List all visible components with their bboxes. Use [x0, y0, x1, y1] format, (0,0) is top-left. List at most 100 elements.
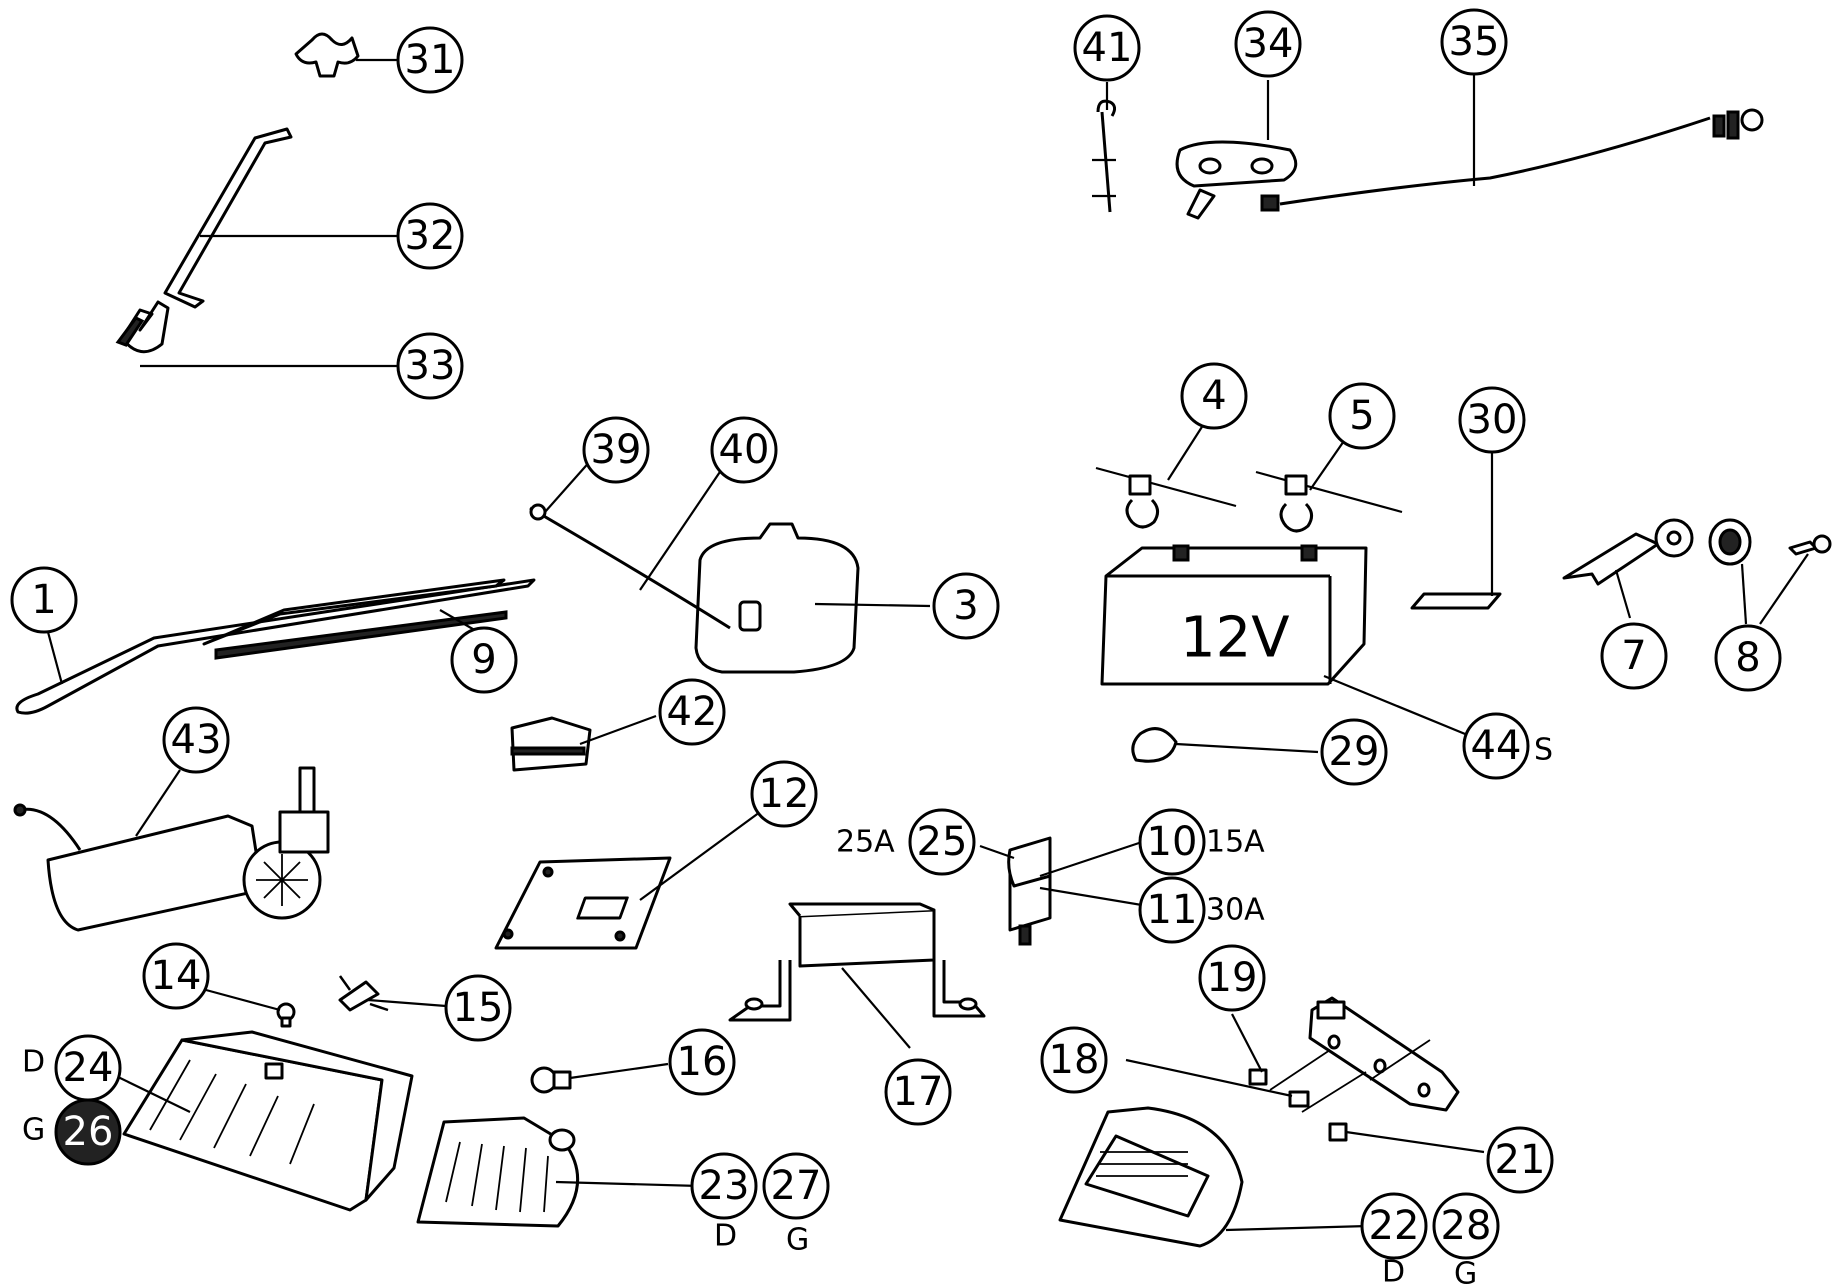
- callout-32: 32: [396, 202, 464, 270]
- callout-12-label: 12: [759, 771, 810, 817]
- bulb-part-2: [1248, 1068, 1348, 1142]
- right-side-mark-24: D: [22, 1045, 45, 1080]
- callout-32-label: 32: [405, 213, 456, 259]
- callout-44: 44: [1462, 712, 1530, 780]
- wiper-arm-part: [15, 578, 536, 715]
- callout-23-label: 23: [699, 1163, 750, 1209]
- callout-3-label: 3: [953, 583, 978, 629]
- callout-4: 4: [1180, 362, 1248, 430]
- callout-35-label: 35: [1449, 19, 1500, 65]
- callout-5-label: 5: [1349, 393, 1374, 439]
- bulb-part-small: [276, 1002, 296, 1028]
- callout-1: 1: [10, 566, 78, 634]
- callout-7: 7: [1600, 622, 1668, 690]
- callout-28-label: 28: [1441, 1203, 1492, 1249]
- callout-15: 15: [444, 974, 512, 1042]
- wiper-blade-part: [202, 578, 508, 660]
- right-side-mark-23: D: [714, 1219, 737, 1254]
- callout-42-label: 42: [667, 689, 718, 735]
- callout-27-label: 27: [771, 1163, 822, 1209]
- battery-terminal-part: [1095, 466, 1237, 529]
- callout-8: 8: [1714, 624, 1782, 692]
- callout-34: 34: [1234, 10, 1302, 78]
- clip-part: [115, 300, 170, 354]
- battery-terminal-part-2: [1255, 470, 1403, 533]
- fuse-box-part: [728, 902, 986, 1022]
- callout-25: 25: [908, 808, 976, 876]
- callout-11: 11: [1138, 876, 1206, 944]
- callout-7-label: 7: [1621, 633, 1646, 679]
- callout-4-label: 4: [1201, 373, 1226, 419]
- callout-40-label: 40: [719, 427, 770, 473]
- callout-24: 24: [54, 1034, 122, 1102]
- callout-14: 14: [142, 942, 210, 1010]
- callout-5: 5: [1328, 382, 1396, 450]
- callout-17-label: 17: [893, 1069, 944, 1115]
- left-side-mark-26: G: [22, 1113, 45, 1148]
- battery-suffix: S: [1534, 733, 1553, 768]
- callout-29: 29: [1320, 718, 1388, 786]
- callout-28: 28: [1432, 1192, 1500, 1260]
- hook-part: [1092, 99, 1117, 213]
- battery-voltage-label: 12V: [1180, 606, 1290, 671]
- callout-34-label: 34: [1243, 21, 1294, 67]
- left-side-mark-27: G: [786, 1223, 809, 1258]
- callout-14-label: 14: [151, 953, 202, 999]
- right-side-mark-22: D: [1382, 1255, 1405, 1286]
- plate-light-part: [1269, 996, 1460, 1113]
- callout-8-label: 8: [1735, 635, 1760, 681]
- bracket-part: [1562, 518, 1694, 586]
- callout-3: 3: [932, 572, 1000, 640]
- callout-17: 17: [884, 1058, 952, 1126]
- callout-22: 22: [1360, 1192, 1428, 1260]
- fuse-10-rating: 15A: [1206, 825, 1265, 860]
- battery-clamp-part: [1410, 592, 1502, 610]
- bulb-part: [530, 1066, 572, 1094]
- callout-25-label: 25: [917, 819, 968, 865]
- cable-part: [1279, 108, 1764, 206]
- battery-hook-part: [1131, 727, 1178, 763]
- callout-35: 35: [1440, 8, 1508, 76]
- callout-41-label: 41: [1082, 25, 1133, 71]
- callout-33: 33: [396, 332, 464, 400]
- callout-18: 18: [1040, 1026, 1108, 1094]
- lock-part: [1708, 518, 1832, 566]
- left-side-mark-28: G: [1454, 1257, 1477, 1286]
- plate-part: [494, 856, 672, 950]
- callout-9: 9: [450, 626, 518, 694]
- callout-39-label: 39: [591, 427, 642, 473]
- callout-27: 27: [762, 1152, 830, 1220]
- headlamp-part: [122, 1030, 414, 1212]
- battery-part: 12V: [1100, 544, 1368, 686]
- callout-30-label: 30: [1467, 397, 1518, 443]
- callout-21-label: 21: [1495, 1137, 1546, 1183]
- callout-43: 43: [162, 706, 230, 774]
- callout-18-label: 18: [1049, 1037, 1100, 1083]
- callout-12: 12: [750, 760, 818, 828]
- wiper-motor-part: [13, 766, 330, 932]
- callout-21: 21: [1486, 1126, 1554, 1194]
- lever-part: [1175, 140, 1298, 220]
- callout-33-label: 33: [405, 343, 456, 389]
- callout-43-label: 43: [171, 717, 222, 763]
- callout-22-label: 22: [1369, 1203, 1420, 1249]
- callout-41: 41: [1073, 14, 1141, 82]
- indicator-lamp-part: [416, 1116, 579, 1228]
- callout-31: 31: [396, 26, 464, 94]
- fuse-25-rating: 25A: [836, 825, 895, 860]
- callout-26-label: 26: [63, 1109, 114, 1155]
- bulb-holder-part: [338, 975, 389, 1012]
- rod-part: [163, 127, 293, 309]
- callout-24-label: 24: [63, 1045, 114, 1091]
- callout-16-label: 16: [677, 1039, 728, 1085]
- fuse-11-rating: 30A: [1206, 893, 1265, 928]
- callout-1-label: 1: [31, 577, 56, 623]
- callout-29-label: 29: [1329, 729, 1380, 775]
- callout-11-label: 11: [1147, 887, 1198, 933]
- callout-10-label: 10: [1147, 819, 1198, 865]
- callout-40: 40: [710, 416, 778, 484]
- callout-44-label: 44: [1471, 723, 1522, 769]
- callout-31-label: 31: [405, 37, 456, 83]
- callout-39: 39: [582, 416, 650, 484]
